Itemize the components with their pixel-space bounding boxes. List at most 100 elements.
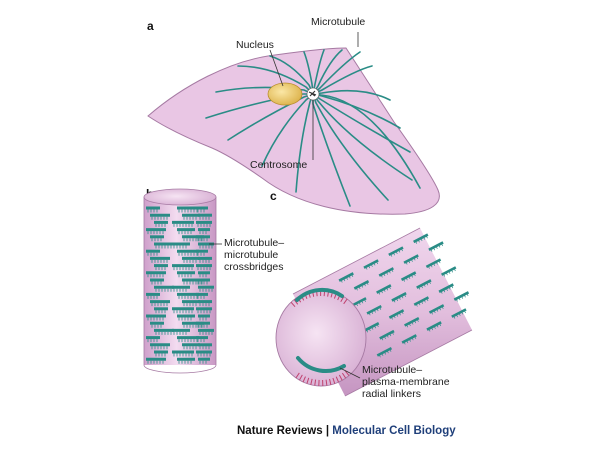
side-crossbridge [408, 338, 411, 342]
side-crossbridge [402, 278, 405, 282]
side-crossbridge [416, 256, 419, 260]
side-crossbridge [438, 244, 441, 248]
leader-nucleus [269, 49, 284, 87]
side-crossbridge [358, 286, 361, 290]
side-crossbridge [463, 310, 466, 314]
label-radial-linkers: Microtubule– plasma-membrane radial link… [362, 364, 452, 400]
radial-linker [293, 299, 299, 305]
figure-credit: Nature Reviews | Molecular Cell Biology [237, 425, 456, 437]
side-crossbridge [461, 311, 464, 315]
side-crossbridge [392, 252, 395, 256]
side-crossbridge [405, 261, 408, 265]
side-crossbridge [390, 316, 393, 320]
microtubule [312, 51, 361, 95]
side-crossbridge [463, 294, 466, 298]
microtubule [269, 55, 314, 95]
side-crossbridge [435, 261, 438, 265]
side-crossbridge [355, 303, 358, 307]
microtubule [215, 86, 314, 95]
side-crossbridge [453, 315, 456, 319]
side-crossbridge [441, 305, 444, 309]
side-crossbridge [383, 288, 386, 292]
side-crossbridge [391, 269, 394, 273]
side-crossbridge [440, 290, 443, 294]
axon-cylinder-b [143, 188, 217, 374]
microtubule [312, 49, 325, 95]
microtubule-array [205, 49, 421, 207]
side-crossbridge [355, 287, 358, 291]
side-crossbridge [414, 335, 417, 339]
side-crossbridge [458, 297, 461, 301]
side-crossbridge [448, 270, 451, 274]
side-crossbridge [455, 298, 458, 302]
side-crossbridge [455, 314, 458, 318]
label-crossbridges: Microtubule– microtubule crossbridges [224, 237, 287, 273]
side-crossbridge [386, 334, 389, 338]
side-crossbridge [411, 321, 414, 325]
side-crossbridge [433, 263, 436, 267]
radial-linker [332, 377, 336, 384]
side-crossbridge [371, 326, 374, 330]
side-crossbridge [423, 283, 426, 287]
side-crossbridge [343, 278, 346, 282]
side-crossbridge [413, 257, 416, 261]
side-crossbridge [398, 312, 401, 316]
side-crossbridge [408, 260, 411, 264]
side-crossbridge [415, 303, 418, 307]
microtubule [312, 93, 413, 181]
side-crossbridge [376, 308, 379, 312]
side-crossbridge [466, 293, 469, 297]
side-crossbridge [371, 311, 374, 315]
side-crossbridge [430, 311, 433, 315]
side-crossbridge [376, 261, 379, 265]
side-crossbridge [433, 310, 436, 314]
side-crossbridge [378, 354, 381, 358]
side-crossbridge [414, 320, 417, 324]
radial-linker [338, 374, 343, 381]
side-crossbridge [418, 286, 421, 290]
microtubule [312, 65, 373, 95]
crossbridge-array [146, 206, 214, 364]
microtubule [312, 93, 401, 129]
side-crossbridge [435, 245, 438, 249]
side-crossbridge [378, 291, 381, 295]
side-crossbridge [416, 318, 419, 322]
side-crossbridge [383, 335, 386, 339]
side-crossbridge [376, 323, 379, 327]
label-centrosome: Centrosome [250, 159, 307, 171]
microtubule [312, 49, 343, 95]
side-crossbridge [365, 266, 368, 270]
axon-cylinder-c [275, 227, 473, 397]
side-crossbridge [381, 337, 384, 341]
side-microtubule [366, 304, 382, 315]
radial-linker [306, 377, 310, 384]
side-crossbridge [380, 274, 383, 278]
side-crossbridge [423, 236, 426, 240]
microtubule [261, 93, 314, 167]
side-crossbridge [340, 279, 343, 283]
side-crossbridge [420, 238, 423, 242]
side-crossbridge [441, 243, 443, 247]
side-crossbridge [428, 281, 431, 285]
side-crossbridge [361, 300, 364, 304]
side-crossbridge [443, 289, 446, 293]
side-crossbridge [433, 247, 436, 251]
side-crossbridge [436, 324, 439, 328]
credit-journal: Molecular Cell Biology [332, 425, 456, 437]
end-microtubule-bottom [296, 356, 346, 373]
side-crossbridge [361, 284, 364, 288]
side-crossbridge [458, 312, 461, 316]
side-crossbridge [398, 296, 401, 300]
radial-linker [325, 379, 328, 386]
side-crossbridge [443, 273, 446, 277]
microtubule [227, 93, 314, 141]
side-crossbridge [448, 286, 451, 290]
radial-linker [299, 374, 303, 381]
side-crossbridge [345, 276, 348, 280]
side-crossbridge [428, 328, 431, 332]
side-crossbridge [436, 308, 439, 312]
side-crossbridge [386, 350, 389, 354]
radial-linker [329, 378, 332, 385]
side-crossbridge [439, 323, 442, 327]
